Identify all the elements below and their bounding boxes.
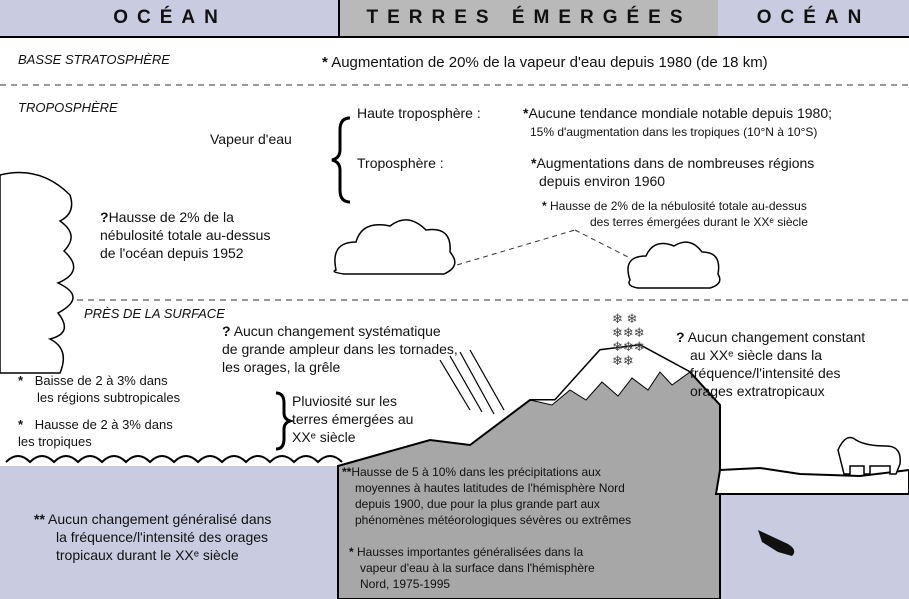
tropics-line1: Hausse de 2 à 3% dans — [34, 417, 173, 432]
land-rain-note: Pluviosité sur les terres émergées au XX… — [292, 392, 413, 446]
rain-brace — [275, 391, 295, 451]
ocean-cloud-mark: ? — [100, 209, 109, 225]
surface-vapour-line2: vapeur d'eau à la surface dans l'hémisph… — [360, 561, 595, 575]
high-troposphere-label: Haute troposphère : — [357, 105, 481, 121]
water-vapour-label: Vapeur d'eau — [210, 131, 292, 147]
land-rain-line2: terres émergées au — [292, 411, 414, 427]
nh-precip-line2: moyennes à hautes latitudes de l'hémisph… — [355, 481, 625, 495]
high-troposphere-line2: 15% d'augmentation dans les tropiques (1… — [530, 125, 818, 139]
rain-streaks — [439, 349, 505, 415]
header-land: TERRES ÉMERGÉES — [338, 0, 720, 38]
high-troposphere-mark: * — [523, 105, 529, 121]
tropics-line2: les tropiques — [18, 434, 92, 449]
vapour-brace — [331, 116, 351, 204]
nh-precip-line1: Hausse de 5 à 10% dans les précipitation… — [351, 465, 601, 479]
tropical-storm-note: ** Aucun changement généralisé dans la f… — [34, 510, 271, 564]
header-ocean-right-label: OCÉAN — [756, 7, 871, 28]
nh-precip-mark: ** — [342, 465, 352, 479]
stratosphere-note: * Augmentation de 20% de la vapeur d'eau… — [322, 53, 768, 72]
zone-stratosphere: BASSE STRATOSPHÈRE — [18, 52, 170, 67]
tropics-note: * Hausse de 2 à 3% dans les tropiques — [18, 416, 173, 450]
tropical-storm-mark: ** — [34, 511, 45, 527]
nh-precip-line4: phénomènes météorologiques sévères ou ex… — [355, 513, 632, 527]
tornado-note: ? Aucun changement systématique de grand… — [222, 322, 458, 376]
troposphere-mark: * — [531, 155, 537, 171]
snow-cap — [529, 344, 691, 406]
troposphere-label: Troposphère : — [357, 155, 444, 171]
ice-floes — [714, 466, 909, 495]
tornado-line2: de grande ampleur dans les tornades, — [222, 341, 458, 357]
header-ocean-left-label: OCÉAN — [113, 7, 227, 28]
land-cloud-pointer-2 — [574, 229, 631, 259]
stratosphere-note-mark: * — [322, 54, 328, 71]
tornado-line1: Aucun changement systématique — [233, 323, 441, 339]
land-cloud-pointer-1 — [439, 229, 576, 271]
tornado-line3: les orages, la grêle — [222, 359, 341, 375]
header-ocean-left: OCÉAN — [0, 0, 340, 38]
subtropics-line1: Baisse de 2 à 3% dans — [34, 373, 168, 388]
penguin — [758, 530, 795, 556]
stratosphere-note-text: Augmentation de 20% de la vapeur d'eau d… — [331, 54, 768, 71]
extratropical-mark: ? — [676, 329, 685, 345]
tornado-mark: ? — [222, 323, 231, 339]
nh-precip-line3: depuis 1900, due pour la plus grande par… — [355, 497, 600, 511]
subtropics-mark: * — [18, 373, 24, 388]
left-storm-cloud — [0, 171, 75, 374]
extratropical-line3: fréquence/l'intensité des — [690, 365, 841, 381]
tropical-storm-line2: la fréquence/l'intensité des orages — [56, 529, 269, 545]
subtropics-note: * Baisse de 2 à 3% dans les régions subt… — [18, 372, 180, 406]
extratropical-line4: orages extratropicaux — [690, 383, 825, 399]
high-troposphere-line1: Aucune tendance mondiale notable depuis … — [528, 105, 833, 121]
tropical-storm-line3: tropicaux durant le XXᵉ siècle — [56, 547, 239, 563]
extratropical-note: ? Aucun changement constant au XXᵉ siècl… — [676, 328, 865, 400]
nh-precip-note: **Hausse de 5 à 10% dans les précipitati… — [342, 464, 631, 528]
tropical-storm-line1: Aucun changement généralisé dans — [48, 511, 272, 527]
land-cloud — [627, 241, 721, 289]
tropics-mark: * — [18, 417, 24, 432]
polar-bear — [837, 436, 901, 475]
land-cloud-note: * Hausse de 2% de la nébulosité totale a… — [542, 198, 808, 230]
troposphere-note: *Augmentations dans de nombreuses région… — [531, 154, 814, 190]
land-cloud-mark: * — [542, 199, 547, 213]
surface-vapour-note: * Hausses importantes généralisées dans … — [349, 544, 595, 592]
ocean-cloud-line1: Hausse de 2% de la — [108, 209, 234, 225]
header-land-label: TERRES ÉMERGÉES — [366, 7, 692, 28]
ocean-cloud-line2: nébulosité totale au-dessus — [100, 227, 271, 243]
subtropics-line2: les régions subtropicales — [37, 390, 181, 405]
zone-troposphere: TROPOSPHÈRE — [18, 100, 118, 115]
ocean-waves-left — [5, 455, 343, 464]
surface-vapour-line3: Nord, 1975-1995 — [360, 577, 451, 591]
land-rain-line1: Pluviosité sur les — [292, 393, 398, 409]
land-rain-line3: XXᵉ siècle — [292, 429, 356, 445]
land-cloud-line2: des terres émergées durant le XXᵉ siècle — [590, 215, 808, 229]
zone-surface: PRÈS DE LA SURFACE — [84, 306, 225, 321]
surface-vapour-line1: Hausses importantes généralisées dans la — [357, 545, 584, 559]
snowflake-icon: ❄ ❄❄❄❄❄❄❄❄❄ — [612, 311, 645, 368]
ocean-water-left — [0, 466, 340, 599]
ocean-cloud — [333, 219, 456, 275]
ocean-cloud-line3: de l'océan depuis 1952 — [100, 245, 244, 261]
troposphere-line2: depuis environ 1960 — [539, 173, 666, 189]
high-troposphere-note: *Aucune tendance mondiale notable depuis… — [523, 104, 832, 122]
troposphere-line1: Augmentations dans de nombreuses régions — [536, 155, 815, 171]
extratropical-line2: au XXᵉ siècle dans la — [690, 347, 823, 363]
land-cloud-line1: Hausse de 2% de la nébulosité totale au-… — [550, 199, 807, 213]
ocean-cloud-note: ?Hausse de 2% de la nébulosité totale au… — [100, 208, 270, 262]
header-ocean-right: OCÉAN — [718, 0, 909, 38]
ocean-water-right — [716, 494, 909, 599]
surface-vapour-mark: * — [349, 545, 354, 559]
extratropical-line1: Aucun changement constant — [687, 329, 866, 345]
